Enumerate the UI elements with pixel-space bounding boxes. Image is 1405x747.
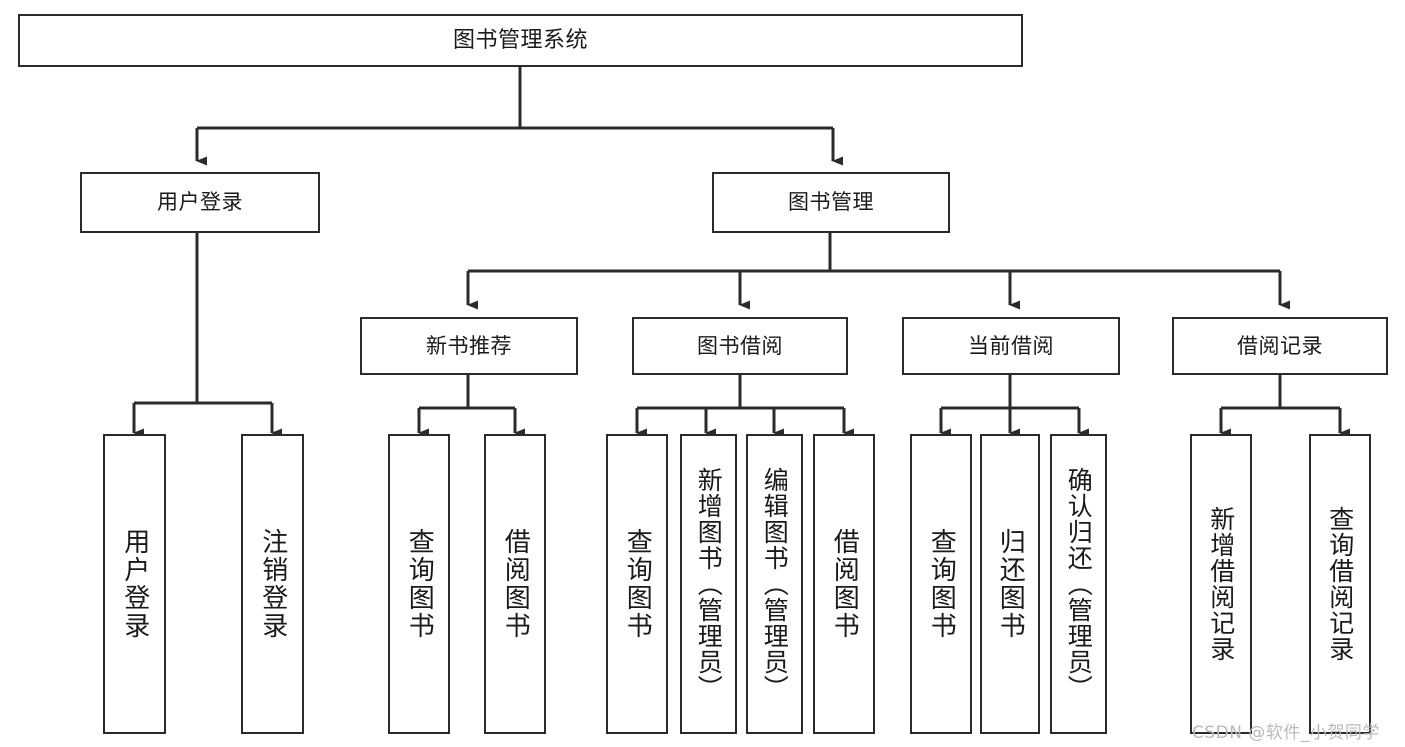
leaf-edit-book[interactable]: 编辑图书（管理员） [746,434,803,734]
leaf-query-book-3-label: 查询图书 [926,528,957,640]
node-book-manage-label: 图书管理 [788,190,874,215]
leaf-add-book[interactable]: 新增图书（管理员） [680,434,737,734]
leaf-query-book-2[interactable]: 查询图书 [606,434,668,734]
node-current-borrow[interactable]: 当前借阅 [902,317,1120,375]
leaf-borrow-book-2-label: 借阅图书 [829,528,860,640]
leaf-borrow-book-2[interactable]: 借阅图书 [813,434,875,734]
leaf-query-record[interactable]: 查询借阅记录 [1309,434,1371,734]
node-root-label: 图书管理系统 [452,27,588,53]
leaf-query-book-1-label: 查询图书 [404,528,435,640]
leaf-borrow-book-1[interactable]: 借阅图书 [484,434,546,734]
leaf-add-book-label: 新增图书（管理员） [694,467,724,701]
node-new-book-recommend[interactable]: 新书推荐 [360,317,578,375]
node-book-borrow-label: 图书借阅 [697,333,783,358]
node-root[interactable]: 图书管理系统 [18,14,1023,67]
node-user-login-label: 用户登录 [157,190,243,215]
leaf-confirm-return-label: 确认归还（管理员） [1064,467,1094,701]
node-book-manage[interactable]: 图书管理 [712,172,950,233]
leaf-user-logout-label: 注销登录 [257,528,288,640]
node-new-book-recommend-label: 新书推荐 [426,333,512,358]
leaf-borrow-book-1-label: 借阅图书 [500,528,531,640]
csdn-watermark: CSDN @软件_小贺同学 [1192,723,1380,743]
leaf-add-record[interactable]: 新增借阅记录 [1190,434,1252,734]
connector-lines [132,67,1350,438]
leaf-confirm-return[interactable]: 确认归还（管理员） [1050,434,1107,734]
leaf-query-book-2-label: 查询图书 [622,528,653,640]
node-book-borrow[interactable]: 图书借阅 [632,317,848,375]
node-current-borrow-label: 当前借阅 [968,333,1054,358]
leaf-query-record-label: 查询借阅记录 [1325,506,1355,662]
leaf-user-logout[interactable]: 注销登录 [241,434,304,734]
leaf-return-book-label: 归还图书 [995,528,1026,640]
node-borrow-record[interactable]: 借阅记录 [1172,317,1388,375]
leaf-query-book-1[interactable]: 查询图书 [388,434,450,734]
leaf-return-book[interactable]: 归还图书 [980,434,1040,734]
leaf-edit-book-label: 编辑图书（管理员） [760,467,790,701]
leaf-add-record-label: 新增借阅记录 [1206,506,1236,662]
leaf-query-book-3[interactable]: 查询图书 [910,434,972,734]
leaf-user-login[interactable]: 用户登录 [103,434,166,734]
node-borrow-record-label: 借阅记录 [1237,333,1323,358]
leaf-user-login-label: 用户登录 [119,528,150,640]
node-user-login[interactable]: 用户登录 [80,172,320,233]
